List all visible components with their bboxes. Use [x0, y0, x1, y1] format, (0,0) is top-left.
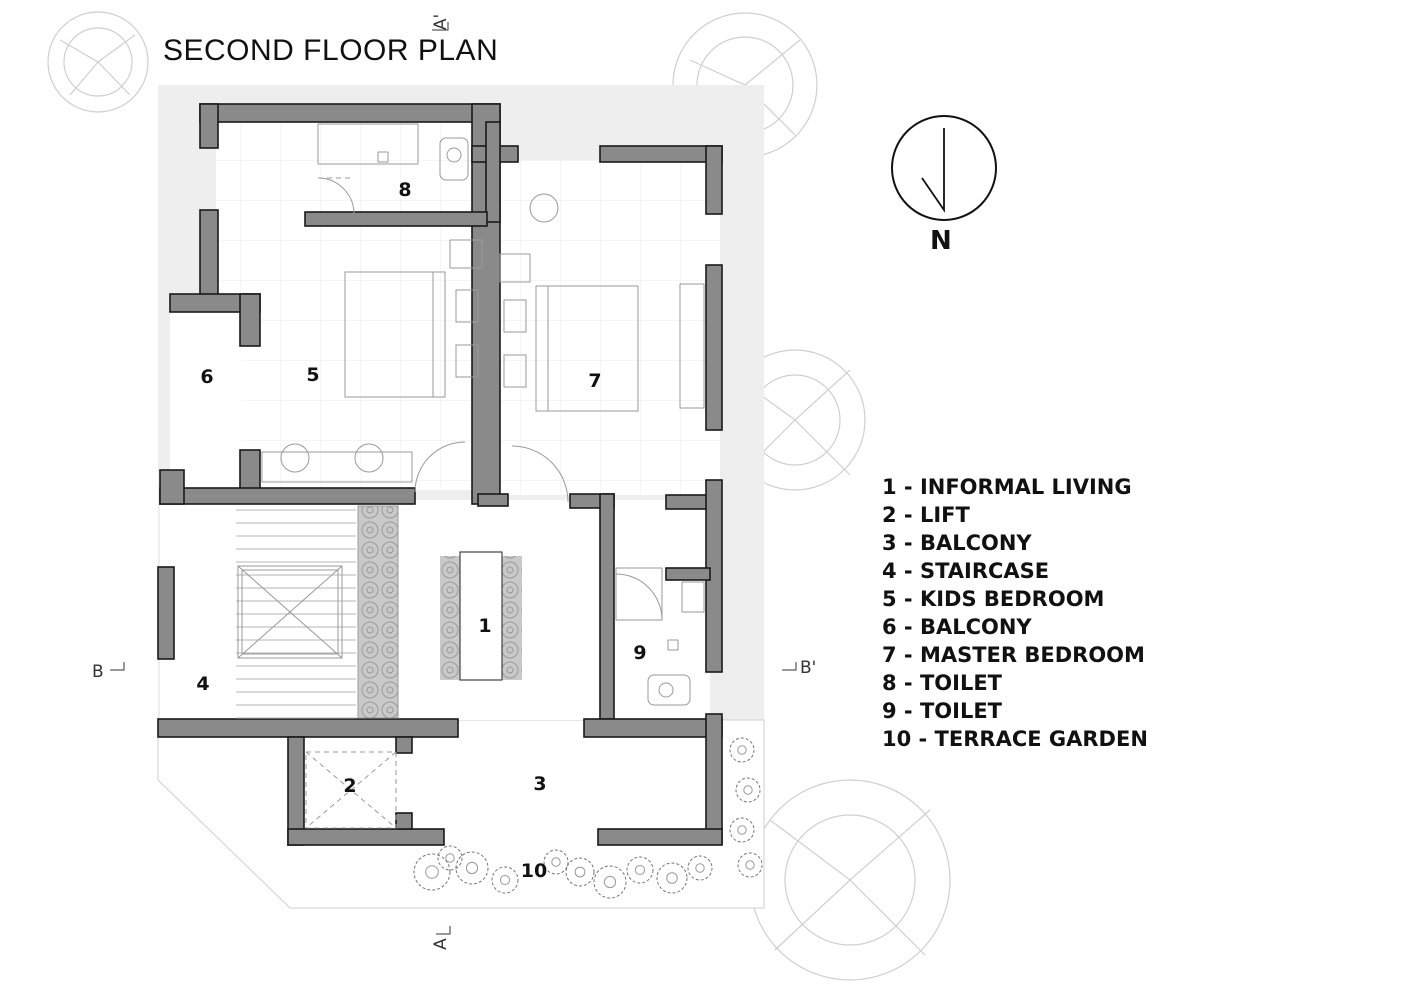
room-number-6: 6 — [200, 366, 213, 388]
plant-icon — [491, 866, 519, 894]
room-number-2: 2 — [343, 775, 356, 797]
plant-icon — [735, 777, 761, 803]
legend-item: 8 - TOILET — [882, 671, 1002, 695]
north-label: N — [930, 226, 952, 256]
table-tile-right — [502, 556, 522, 680]
walls — [157, 103, 723, 846]
tree-icon — [749, 779, 951, 981]
master-bedroom-furniture — [499, 193, 705, 503]
room-number-7: 7 — [588, 370, 601, 392]
plant-icon — [737, 852, 763, 878]
plant-icon — [565, 857, 595, 887]
plant-icon — [729, 737, 755, 763]
room-legend: 1 - INFORMAL LIVING 2 - LIFT 3 - BALCONY… — [882, 473, 1148, 753]
legend-item: 5 - KIDS BEDROOM — [882, 587, 1105, 611]
section-marker-b-right: B' — [782, 658, 816, 678]
plant-icon — [656, 862, 688, 894]
plant-icon — [455, 851, 489, 885]
room-number-4: 4 — [196, 673, 209, 695]
table-tile-left — [440, 556, 460, 680]
staircase-4 — [236, 509, 356, 719]
room-number-9: 9 — [633, 642, 646, 664]
plant-icon — [437, 845, 463, 871]
toilet-8-fixtures — [317, 123, 469, 215]
legend-item: 7 - MASTER BEDROOM — [882, 643, 1145, 667]
legend-item: 6 - BALCONY — [882, 615, 1032, 639]
legend-item: 10 - TERRACE GARDEN — [882, 727, 1148, 751]
kids-bedroom-furniture — [261, 239, 483, 493]
dining-table — [459, 551, 503, 681]
plant-icon — [729, 817, 755, 843]
plant-icon — [543, 849, 569, 875]
room-number-1: 1 — [478, 615, 491, 637]
legend-item: 9 - TOILET — [882, 699, 1002, 723]
section-label: B' — [800, 658, 816, 678]
plant-icon — [626, 856, 654, 884]
plant-icon — [593, 865, 627, 899]
north-arrow-icon — [891, 115, 997, 221]
section-label: B — [92, 662, 104, 682]
room-number-5: 5 — [306, 364, 319, 386]
section-label: A — [431, 938, 451, 950]
room-number-8: 8 — [398, 179, 411, 201]
legend-item: 3 - BALCONY — [882, 531, 1032, 555]
landscape-trees — [47, 11, 951, 981]
terrace-plants — [413, 737, 763, 899]
toilet-9-fixtures — [615, 567, 705, 706]
lift-2 — [305, 751, 397, 829]
room-number-10: 10 — [521, 860, 547, 882]
legend-item: 1 - INFORMAL LIVING — [882, 475, 1132, 499]
decorative-floor-strip — [357, 505, 399, 719]
section-marker-a-bottom: A — [431, 926, 451, 950]
section-label: A' — [431, 14, 451, 30]
section-marker-b-left: B — [92, 662, 125, 682]
plant-icon — [687, 855, 713, 881]
tree-icon — [47, 11, 149, 113]
room-number-3: 3 — [533, 773, 546, 795]
plant-icon — [413, 853, 451, 891]
legend-item: 2 - LIFT — [882, 503, 970, 527]
section-marker-a-top: A' — [431, 14, 451, 31]
page-title: SECOND FLOOR PLAN — [163, 34, 499, 67]
legend-item: 4 - STAIRCASE — [882, 559, 1050, 583]
